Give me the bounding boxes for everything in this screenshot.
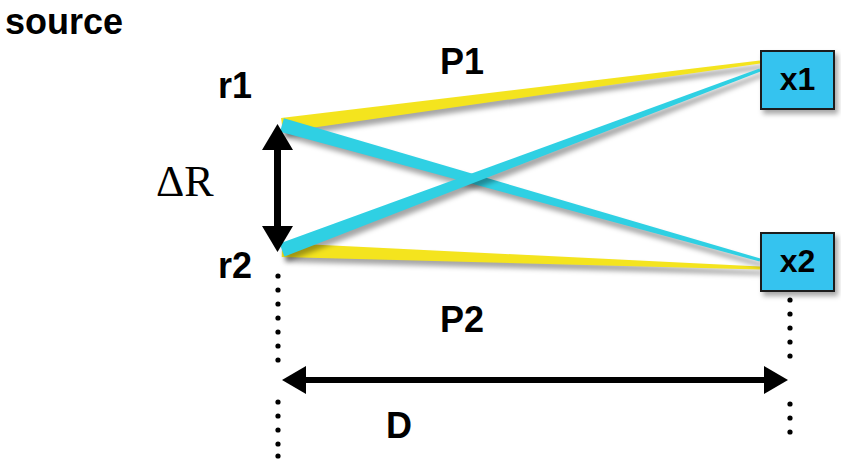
beam-group	[282, 243, 762, 275]
light-beam	[280, 118, 760, 261]
source-circle	[72, 44, 358, 330]
detector-box: x1	[760, 50, 835, 110]
beam-shadow	[283, 73, 763, 261]
beam-group	[280, 69, 763, 262]
size-label: ΔR	[156, 158, 214, 206]
point-label: r2	[218, 246, 252, 286]
distance-arrow	[282, 366, 788, 394]
detector-box: x2	[760, 232, 835, 292]
distance-label: D	[386, 406, 412, 446]
dotted-guide	[787, 297, 792, 434]
point-label: r1	[218, 66, 252, 106]
path-label: P2	[440, 300, 484, 340]
path-label: P1	[440, 42, 484, 82]
beam-group	[280, 118, 762, 267]
detector-label: x1	[780, 62, 816, 97]
light-beam	[280, 69, 761, 257]
source-sphere: sourcer1ΔRr2	[80, 52, 350, 322]
detector-label: x2	[780, 244, 816, 279]
double-arrow	[262, 124, 293, 252]
source-label: source	[5, 2, 123, 42]
source-glow	[80, 52, 350, 322]
dotted-guide	[275, 273, 280, 458]
